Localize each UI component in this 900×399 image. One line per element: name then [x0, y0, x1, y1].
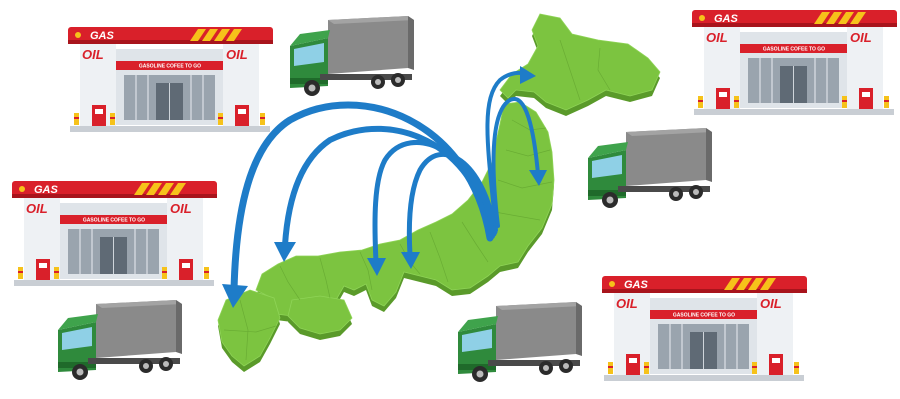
- gas-station-icon: [692, 10, 897, 115]
- station-oil-left-label: OIL: [616, 296, 638, 311]
- station-slogan: GASOLINE COFEE TO GO: [763, 47, 825, 53]
- station-gas-label: GAS: [714, 13, 739, 25]
- station-oil-right-label: OIL: [170, 201, 192, 216]
- station-oil-left-label: OIL: [82, 47, 104, 62]
- gas-station-icon: [602, 276, 807, 381]
- station-oil-left-label: OIL: [706, 30, 728, 45]
- gas-station-bottom-right: GAS OIL OIL GASOLINE COFEE TO GO: [602, 276, 807, 381]
- delivery-truck-icon: [588, 128, 712, 208]
- station-gas-label: GAS: [34, 184, 59, 196]
- station-oil-left-label: OIL: [26, 201, 48, 216]
- gas-station-top-right: GAS OIL OIL GASOLINE COFEE TO GO: [692, 10, 897, 115]
- station-gas-label: GAS: [624, 279, 649, 291]
- gas-station-icon: [12, 181, 217, 286]
- station-gas-label: GAS: [90, 30, 115, 42]
- station-slogan: GASOLINE COFEE TO GO: [139, 64, 201, 70]
- station-oil-right-label: OIL: [760, 296, 782, 311]
- gas-station-icon: [68, 27, 273, 132]
- delivery-truck-icon: [58, 300, 182, 380]
- gas-station-top-left: GAS OIL OIL GASOLINE COFEE TO GO: [68, 27, 273, 132]
- station-oil-right-label: OIL: [226, 47, 248, 62]
- station-oil-right-label: OIL: [850, 30, 872, 45]
- station-slogan: GASOLINE COFEE TO GO: [83, 218, 145, 224]
- station-slogan: GASOLINE COFEE TO GO: [673, 313, 735, 319]
- gas-station-middle-left: GAS OIL OIL GASOLINE COFEE TO GO: [12, 181, 217, 286]
- delivery-truck-icon: [458, 302, 582, 382]
- delivery-truck-icon: [290, 16, 414, 96]
